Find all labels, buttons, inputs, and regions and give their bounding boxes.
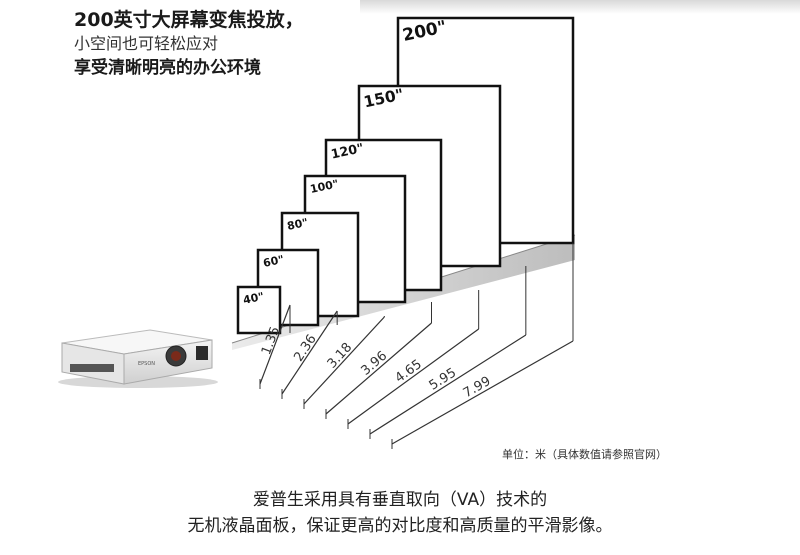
distance-segment (303, 316, 385, 405)
projector: EPSON (58, 329, 218, 388)
distance-segment (281, 310, 338, 395)
screen-size-label: 60" (262, 253, 285, 270)
headline-line-3: 享受清晰明亮的办公环境 (74, 58, 261, 78)
distance-segment (259, 304, 291, 385)
screen-size-label: 40" (242, 290, 265, 307)
distance-label: 3.18 (325, 340, 356, 371)
screen-frame: 80" (280, 211, 360, 318)
screen-size-label: 120" (330, 140, 366, 162)
distance-label: 4.65 (393, 357, 425, 386)
headline-line-1: 200英寸大屏幕变焦投放， (74, 9, 304, 31)
distance-segment (347, 328, 480, 425)
footer-line-1: 爱普生采用具有垂直取向（VA）技术的 (252, 490, 548, 510)
distance-label: 2.36 (291, 332, 320, 364)
screen-size-label: 100" (309, 177, 340, 196)
unit-note: 单位：米（具体数值请参照官网） (502, 448, 667, 461)
footer-line-2: 无机液晶面板，保证更高的对比度和高质量的平滑影像。 (187, 516, 613, 536)
projector-lens-glass (171, 351, 181, 361)
screen-frame: 40" (236, 285, 282, 335)
headline: 200英寸大屏幕变焦投放， 小空间也可轻松应对 享受清晰明亮的办公环境 (74, 8, 304, 80)
screen-size-label: 80" (286, 216, 309, 233)
projector-vent (70, 364, 114, 372)
projector-brand: EPSON (138, 361, 155, 367)
distance-label: 7.99 (461, 374, 494, 401)
distance-segment (325, 322, 432, 415)
projector-panel (196, 346, 208, 360)
top-shadow (360, 0, 800, 14)
footer: 爱普生采用具有垂直取向（VA）技术的 无机液晶面板，保证更高的对比度和高质量的平… (0, 487, 800, 539)
distance-segment (369, 334, 527, 435)
distance-segment (391, 340, 574, 445)
distance-label: 3.96 (358, 349, 390, 379)
screen-rect (236, 285, 282, 335)
headline-line-2: 小空间也可轻松应对 (74, 34, 219, 53)
distance-label: 5.95 (427, 365, 459, 393)
